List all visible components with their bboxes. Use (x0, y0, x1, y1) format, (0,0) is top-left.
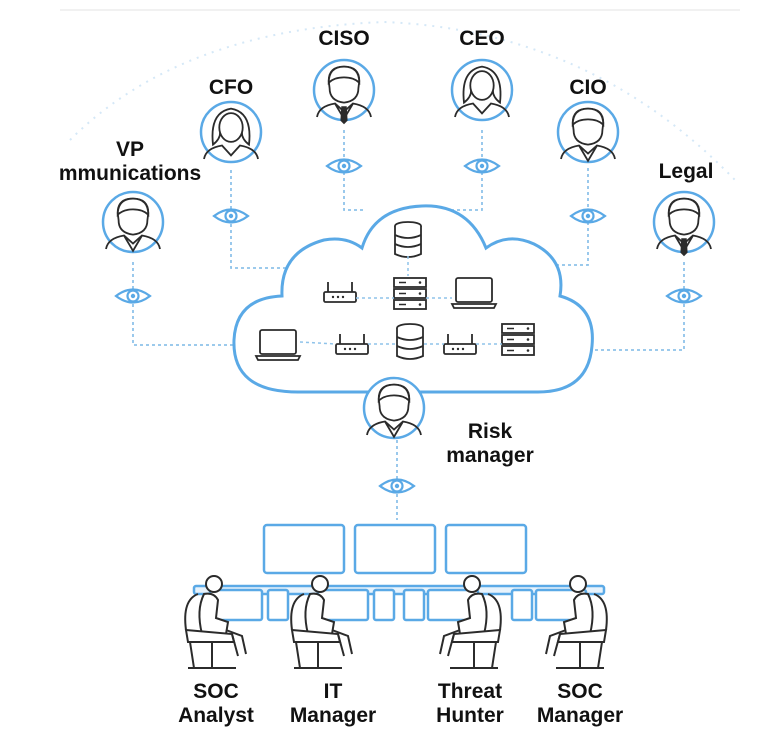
video-wall (262, 523, 528, 575)
label-soc-analyst: SOC Analyst (164, 680, 268, 728)
label-legal: Legal (658, 160, 714, 183)
eye-icon (665, 288, 703, 304)
label-soc-manager: SOC Manager (524, 680, 636, 728)
laptop-icon (451, 277, 497, 309)
label-line: Hunter (436, 704, 504, 727)
label-line: SOC (193, 680, 239, 703)
eye-icon (463, 158, 501, 174)
label-line: manager (446, 444, 534, 467)
vp-communications-avatar (101, 190, 165, 254)
label-cfo: CFO (208, 76, 254, 99)
label-risk-manager: Risk manager (420, 420, 560, 468)
label-line: Risk (467, 420, 513, 443)
label-line: Threat (437, 680, 503, 703)
eye-icon (325, 158, 363, 174)
label-ciso: CISO (318, 27, 370, 50)
label-line: SOC (557, 680, 603, 703)
label-vp-communications: VP mmunications (40, 138, 220, 186)
label-line: Analyst (178, 704, 254, 727)
desk-monitors (192, 584, 606, 622)
cio-avatar (556, 100, 620, 164)
label-line: mmunications (58, 162, 202, 185)
laptop-icon (255, 329, 301, 361)
label-threat-hunter: Threat Hunter (420, 680, 520, 728)
cfo-avatar (199, 100, 263, 164)
server-icon (393, 277, 427, 310)
ceo-avatar (450, 58, 514, 122)
eye-icon (569, 208, 607, 224)
label-line: IT (323, 680, 343, 703)
server-icon (501, 323, 535, 356)
label-cio: CIO (569, 76, 607, 99)
label-ceo: CEO (459, 27, 505, 50)
eye-icon (212, 208, 250, 224)
database-icon (394, 221, 422, 258)
database-icon (396, 323, 424, 360)
ciso-avatar (312, 58, 376, 124)
label-line: Manager (536, 704, 624, 727)
label-line: Manager (289, 704, 377, 727)
eye-icon (378, 478, 416, 494)
legal-avatar (652, 190, 716, 256)
label-it-manager: IT Manager (278, 680, 388, 728)
label-line: VP (115, 138, 144, 161)
eye-icon (114, 288, 152, 304)
risk-manager-avatar (362, 376, 426, 440)
